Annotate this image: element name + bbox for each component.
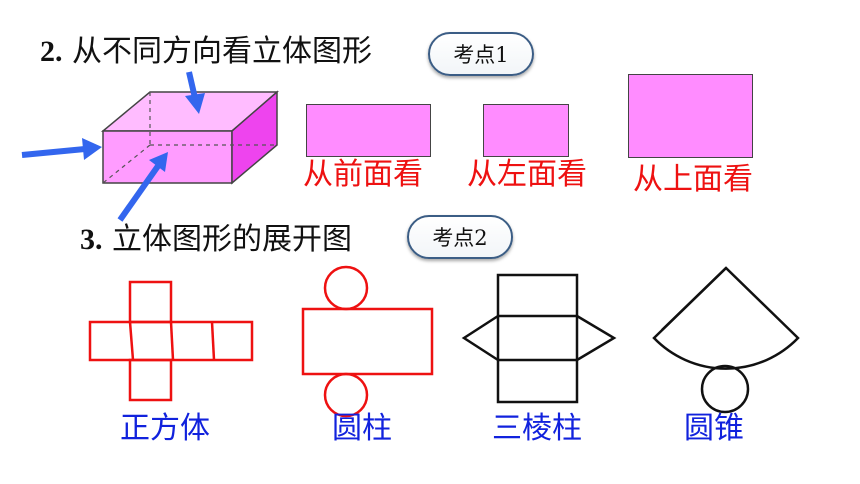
section-2-title: 从不同方向看立体图形 — [72, 34, 373, 69]
triangular-prism-net — [461, 273, 617, 404]
section-2-heading: 2. 从不同方向看立体图形 — [40, 37, 372, 67]
arrow-icon — [185, 71, 205, 114]
section-3-number: 3. — [80, 223, 103, 256]
cone-net — [652, 266, 800, 414]
section-3-title: 立体图形的展开图 — [112, 222, 353, 257]
front-view-rect — [306, 104, 431, 157]
cuboid-right-face — [231, 90, 278, 185]
arrow-icon — [21, 138, 102, 160]
section-3-heading: 3. 立体图形的展开图 — [80, 225, 352, 255]
left-view-label: 从左面看 — [467, 157, 587, 192]
cuboid-hidden-edge — [102, 144, 151, 184]
top-view-label: 从上面看 — [633, 162, 753, 197]
cuboid — [100, 90, 280, 185]
arrow-icon — [117, 152, 168, 222]
top-view-rect — [628, 74, 753, 158]
cube-net-label: 正方体 — [120, 411, 210, 446]
cylinder-net-label: 圆柱 — [332, 411, 392, 446]
badge-kaodian-1[interactable]: 考点1 — [428, 32, 534, 76]
badge-kaodian-2[interactable]: 考点2 — [407, 215, 513, 259]
badge-kaodian-1-label: 考点1 — [453, 43, 509, 67]
cylinder-net — [301, 265, 434, 418]
prism-net-label: 三棱柱 — [492, 411, 582, 446]
section-2-number: 2. — [40, 35, 63, 68]
front-view-label: 从前面看 — [303, 157, 423, 192]
cone-net-label: 圆锥 — [684, 411, 744, 446]
left-view-rect — [483, 104, 569, 157]
cube-net — [88, 280, 254, 402]
badge-kaodian-2-label: 考点2 — [432, 226, 488, 250]
